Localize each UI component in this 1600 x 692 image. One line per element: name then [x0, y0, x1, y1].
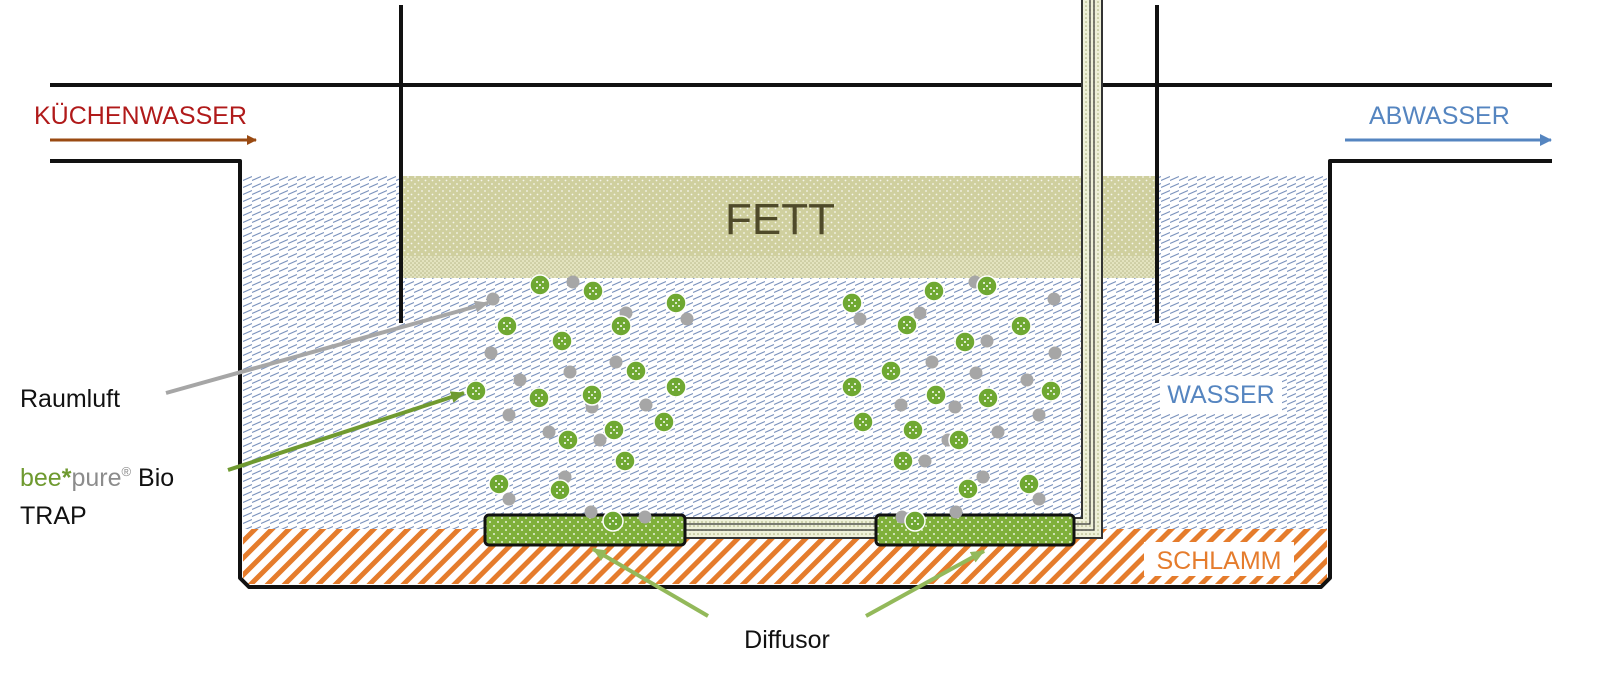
bacteria-bubble-icon	[581, 384, 603, 406]
product-name-bee: bee	[20, 464, 62, 492]
air-bubble-icon	[639, 398, 653, 412]
air-bubble-icon	[853, 312, 867, 326]
air-bubble-icon	[502, 408, 516, 422]
bacteria-bubble-icon	[923, 280, 945, 302]
air-bubble-icon	[918, 454, 932, 468]
air-bubble-icon	[542, 425, 556, 439]
diffuser-label: Diffusor	[744, 626, 830, 654]
bacteria-bubble-icon	[557, 429, 579, 451]
bacteria-bubble-icon	[653, 411, 675, 433]
air-bubble-icon	[502, 492, 516, 506]
bacteria-bubble-icon	[528, 387, 550, 409]
air-bubble-icon	[925, 355, 939, 369]
air-bubble-icon	[566, 275, 580, 289]
bacteria-bubble-icon	[610, 315, 632, 337]
bacteria-bubble-icon	[603, 419, 625, 441]
bacteria-bubble-icon	[976, 275, 998, 297]
bacteria-bubble-icon	[841, 376, 863, 398]
product-name-reg: ®	[122, 464, 132, 479]
bacteria-bubble-icon	[602, 510, 624, 532]
bacteria-bubble-icon	[841, 292, 863, 314]
bacteria-bubble-icon	[665, 376, 687, 398]
air-bubble-icon	[1032, 408, 1046, 422]
sludge-label: SCHLAMM	[1156, 547, 1281, 575]
bacteria-bubble-icon	[892, 450, 914, 472]
air-bubble-icon	[948, 400, 962, 414]
bacteria-bubble-icon	[1018, 473, 1040, 495]
fat-layer	[403, 176, 1157, 256]
bacteria-bubble-icon	[880, 360, 902, 382]
bacteria-bubble-icon	[488, 473, 510, 495]
diffuser-left	[483, 513, 687, 547]
bacteria-bubble-icon	[665, 292, 687, 314]
diffuser-pointer-left	[591, 547, 710, 618]
product-name-bio: Bio	[131, 464, 174, 492]
product-name-star: *	[62, 464, 72, 492]
bacteria-bubble-icon	[465, 380, 487, 402]
air-bubble-icon	[1048, 346, 1062, 360]
air-bubble-icon	[584, 505, 598, 519]
inlet-label: KÜCHENWASSER	[34, 102, 247, 130]
bacteria-bubble-icon	[852, 411, 874, 433]
bubble-cloud	[465, 274, 1062, 532]
bacteria-bubble-icon	[496, 315, 518, 337]
biotrap-pointer	[227, 391, 465, 472]
bacteria-bubble-icon	[925, 384, 947, 406]
product-name-pure: pure	[71, 464, 121, 492]
air-bubble-icon	[484, 346, 498, 360]
room-air-label: Raumluft	[20, 385, 120, 413]
air-bubble-icon	[486, 292, 500, 306]
air-bubble-icon	[969, 366, 983, 380]
bacteria-bubble-icon	[614, 450, 636, 472]
air-bubble-icon	[593, 433, 607, 447]
bacteria-bubble-icon	[529, 274, 551, 296]
air-bubble-icon	[894, 398, 908, 412]
sludge-label-bg	[1144, 542, 1294, 576]
bacteria-bubble-icon	[948, 429, 970, 451]
product-label-line2: TRAP	[20, 502, 87, 530]
bacteria-bubble-icon	[954, 331, 976, 353]
air-bubble-icon	[1020, 373, 1034, 387]
air-bubble-icon	[1047, 292, 1061, 306]
room-air-pointer	[165, 300, 489, 395]
bacteria-bubble-icon	[549, 479, 571, 501]
bacteria-bubble-icon	[902, 419, 924, 441]
air-bubble-icon	[980, 334, 994, 348]
bacteria-bubble-icon	[896, 314, 918, 336]
bacteria-bubble-icon	[582, 280, 604, 302]
diffuser-pointer-right	[865, 549, 985, 618]
fat-label: FETT	[725, 195, 835, 244]
tank-outline	[50, 159, 1552, 589]
air-bubble-icon	[638, 510, 652, 524]
air-bubble-icon	[1032, 492, 1046, 506]
product-label: bee*pure® Bio	[20, 464, 174, 492]
bacteria-bubble-icon	[904, 510, 926, 532]
water-label: WASSER	[1167, 381, 1274, 409]
bacteria-bubble-icon	[1040, 380, 1062, 402]
outlet-label: ABWASSER	[1369, 102, 1510, 130]
bacteria-bubble-icon	[1010, 315, 1032, 337]
bacteria-bubble-icon	[957, 478, 979, 500]
air-bubble-icon	[513, 373, 527, 387]
air-bubble-icon	[976, 470, 990, 484]
water-label-bg	[1160, 376, 1282, 412]
bacteria-bubble-icon	[977, 387, 999, 409]
air-bubble-icon	[680, 312, 694, 326]
air-bubble-icon	[949, 505, 963, 519]
air-bubble-icon	[913, 306, 927, 320]
fat-lower-band	[403, 256, 1157, 278]
bacteria-bubble-icon	[551, 330, 573, 352]
air-bubble-icon	[609, 355, 623, 369]
air-bubble-icon	[563, 365, 577, 379]
air-bubble-icon	[991, 425, 1005, 439]
bacteria-bubble-icon	[625, 360, 647, 382]
